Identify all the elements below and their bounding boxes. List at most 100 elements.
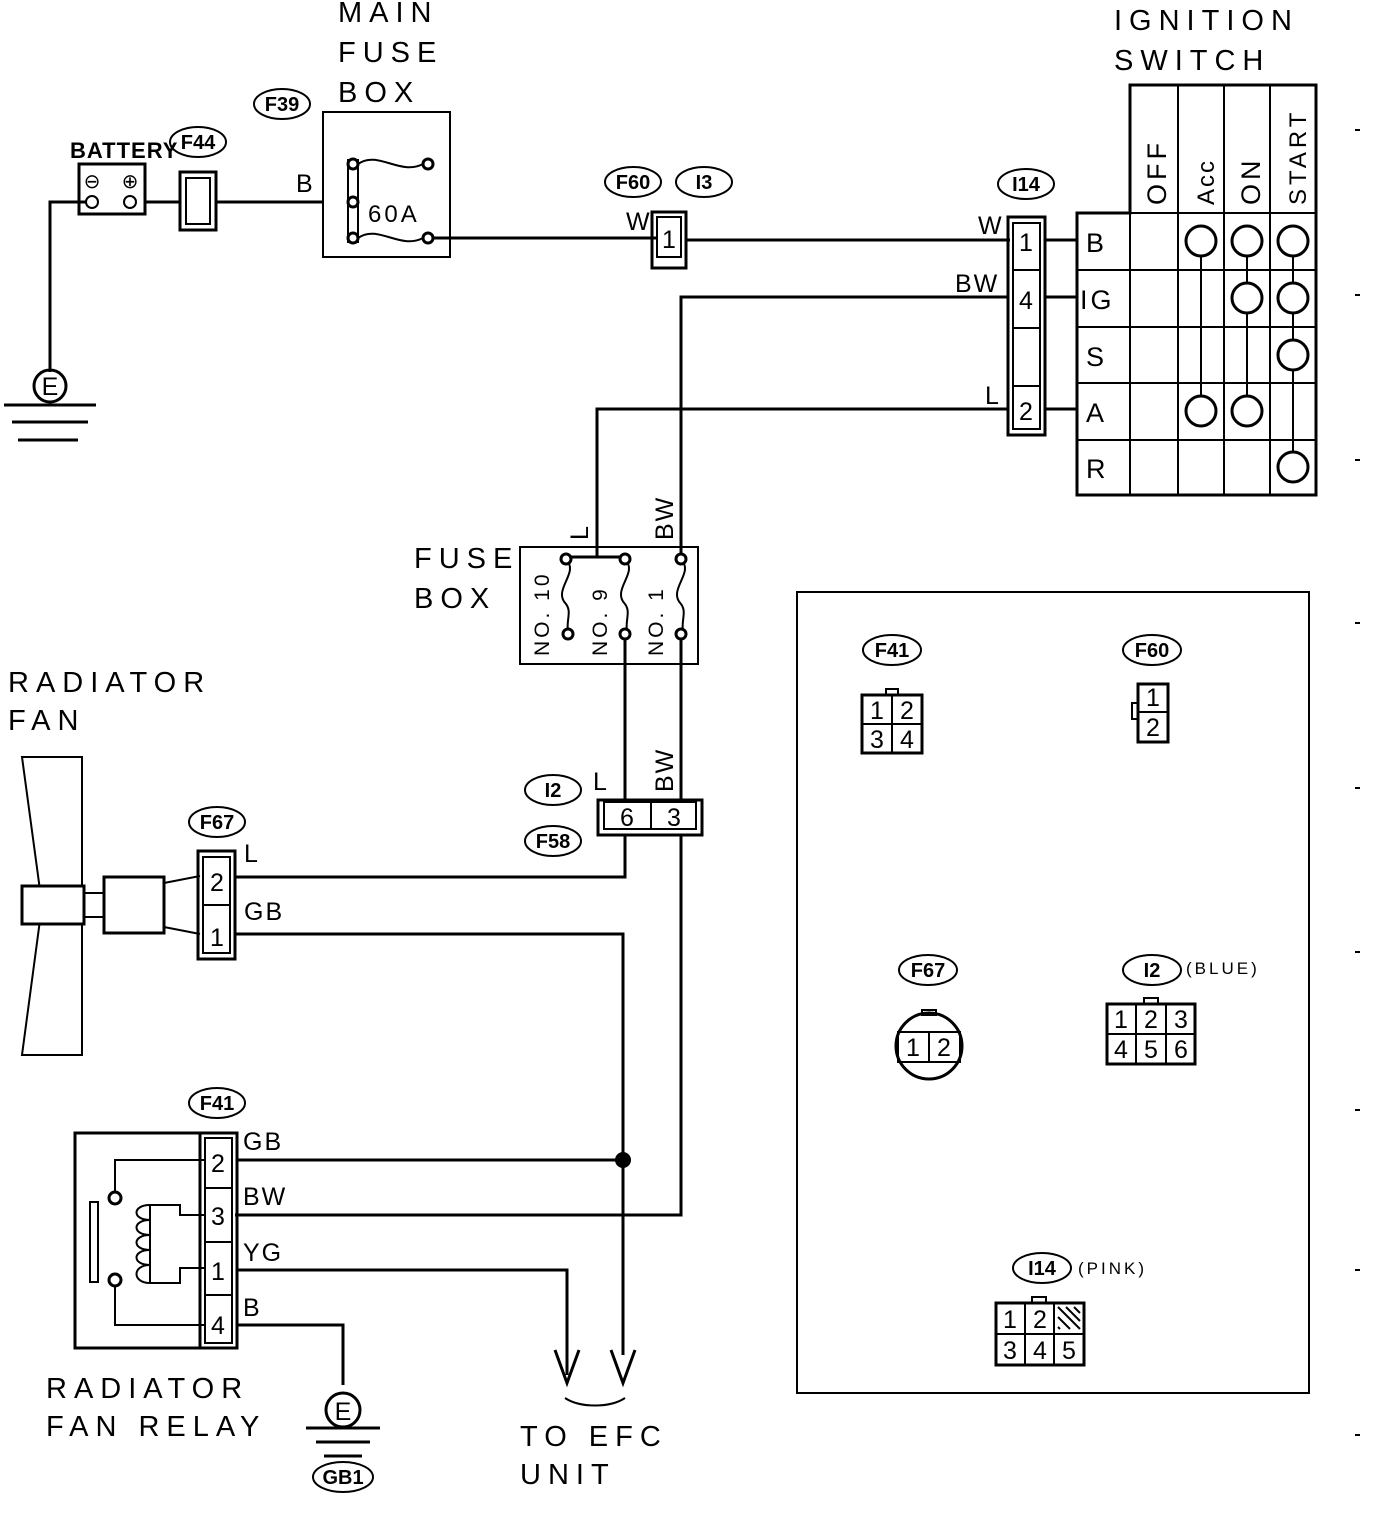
radiator-fan-title-1: RADIATOR [8, 667, 211, 699]
main-fuse-title-1: MAIN [338, 0, 439, 29]
tag-f60: F60 [604, 166, 662, 198]
wire-bw-relay [235, 835, 683, 1217]
fuse-box [519, 546, 699, 665]
efc-title-2: UNIT [520, 1459, 616, 1491]
svg-text:3: 3 [1003, 1337, 1017, 1365]
wire-label-yg-relay: YG [243, 1239, 283, 1267]
svg-text:E: E [42, 373, 59, 401]
tag-i2: I2 [524, 774, 582, 806]
fuse-box-title-2: BOX [414, 583, 496, 615]
svg-text:E: E [335, 1398, 352, 1426]
f41-pin-4: 4 [211, 1312, 225, 1340]
fuse-no1: NO. 1 [645, 586, 668, 656]
main-fuse-box [322, 111, 451, 258]
svg-text:F67: F67 [911, 960, 945, 982]
wire-label-l-i2: L [593, 768, 609, 796]
wire-label-l-fuse: L [566, 524, 594, 540]
svg-text:1: 1 [1114, 1006, 1128, 1034]
main-fuse-title-2: FUSE [338, 37, 443, 69]
i2-pin-3: 3 [667, 804, 681, 832]
wire-battery-ground [48, 200, 86, 372]
svg-text:3: 3 [870, 726, 884, 754]
connector-i2-f58 [596, 798, 704, 837]
svg-text:1: 1 [870, 697, 884, 725]
ground-symbol-bottom: E [306, 1391, 380, 1458]
f67-pin-2: 2 [210, 869, 224, 897]
tag-f58: F58 [524, 825, 582, 857]
svg-text:F67: F67 [200, 812, 234, 834]
efc-title-1: TO EFC [520, 1421, 668, 1453]
radiator-fan [20, 756, 201, 1056]
wire-label-w-1: W [626, 208, 652, 236]
tag-i3: I3 [675, 166, 733, 198]
relay-title-1: RADIATOR [46, 1373, 249, 1405]
svg-text:1: 1 [906, 1034, 920, 1062]
svg-text:4: 4 [1114, 1036, 1128, 1064]
wire-label-gb-relay: GB [243, 1128, 283, 1156]
ignition-switch-table [1075, 83, 1318, 497]
svg-text:3: 3 [1174, 1006, 1188, 1034]
switch-term-b: B [1086, 228, 1104, 258]
tag-f39: F39 [253, 88, 311, 120]
fuse-box-title-1: FUSE [414, 543, 519, 575]
tag-f41: F41 [188, 1087, 246, 1119]
wire-label-bw-i2: BW [651, 748, 679, 792]
svg-text:5: 5 [1062, 1337, 1076, 1365]
fuse-no10: NO. 10 [531, 571, 554, 656]
battery-minus: ⊖ [84, 171, 101, 193]
wire-b-ground [237, 1323, 345, 1385]
tag-i14: I14 [997, 168, 1055, 200]
view-i14: I14 (PINK) 1 2 3 4 5 [994, 1252, 1144, 1367]
switch-pos-off: OFF [1142, 139, 1172, 205]
ignition-switch-title-2: SWITCH [1114, 45, 1270, 77]
wire-label-bw-fuse: BW [651, 496, 679, 540]
wire-label-gb-fan: GB [244, 898, 284, 926]
svg-text:F41: F41 [200, 1093, 234, 1115]
ignition-switch-title-1: IGNITION [1114, 5, 1299, 37]
svg-text:F60: F60 [1135, 640, 1169, 662]
svg-text:2: 2 [900, 697, 914, 725]
svg-text:1: 1 [1146, 684, 1160, 712]
connector-f67 [196, 849, 237, 961]
svg-text:F41: F41 [875, 640, 909, 662]
connector-i14 [1006, 215, 1047, 437]
svg-text:F60: F60 [616, 172, 650, 194]
svg-text:I2: I2 [1144, 960, 1161, 982]
svg-text:F44: F44 [181, 132, 216, 154]
wire-label-bw-top: BW [955, 270, 999, 298]
connector-f41 [198, 1131, 239, 1350]
main-fuse-title-3: BOX [338, 77, 420, 109]
connector-f60-pin: 1 [662, 226, 676, 254]
wire-bw-to-fuse [679, 295, 1008, 557]
margin-ticks [1355, 129, 1360, 1436]
switch-term-a: A [1086, 398, 1104, 428]
i14-pin-4: 4 [1019, 287, 1033, 315]
battery-label: BATTERY [70, 138, 178, 163]
svg-text:5: 5 [1144, 1036, 1158, 1064]
battery-symbol: ⊖ ⊕ [77, 162, 147, 216]
efc-arrows [553, 1349, 637, 1407]
fuse-no9: NO. 9 [589, 586, 612, 656]
switch-contacts [1184, 224, 1310, 484]
view-i2: I2 (BLUE) 1 2 3 4 5 6 [1105, 954, 1257, 1066]
svg-text:2: 2 [1033, 1306, 1047, 1334]
svg-text:4: 4 [900, 726, 914, 754]
view-f60: F60 1 2 [1122, 634, 1182, 744]
svg-text:F58: F58 [536, 831, 570, 853]
svg-text:F39: F39 [265, 94, 299, 116]
switch-term-s: S [1086, 342, 1104, 372]
i14-pin-2: 2 [1019, 398, 1033, 426]
relay-title-2: FAN RELAY [46, 1411, 266, 1443]
wire-l-fan [235, 835, 627, 879]
wire-label-bw-relay: BW [243, 1183, 287, 1211]
svg-text:I2: I2 [545, 780, 562, 802]
f67-pin-1: 1 [210, 924, 224, 952]
svg-text:I3: I3 [696, 172, 713, 194]
wire-l-to-fuse [595, 407, 1008, 557]
fuses [559, 552, 688, 641]
wire-yg-efc [237, 1268, 569, 1375]
svg-text:GB1: GB1 [322, 1467, 363, 1489]
wire-label-b-relay: B [243, 1294, 262, 1322]
